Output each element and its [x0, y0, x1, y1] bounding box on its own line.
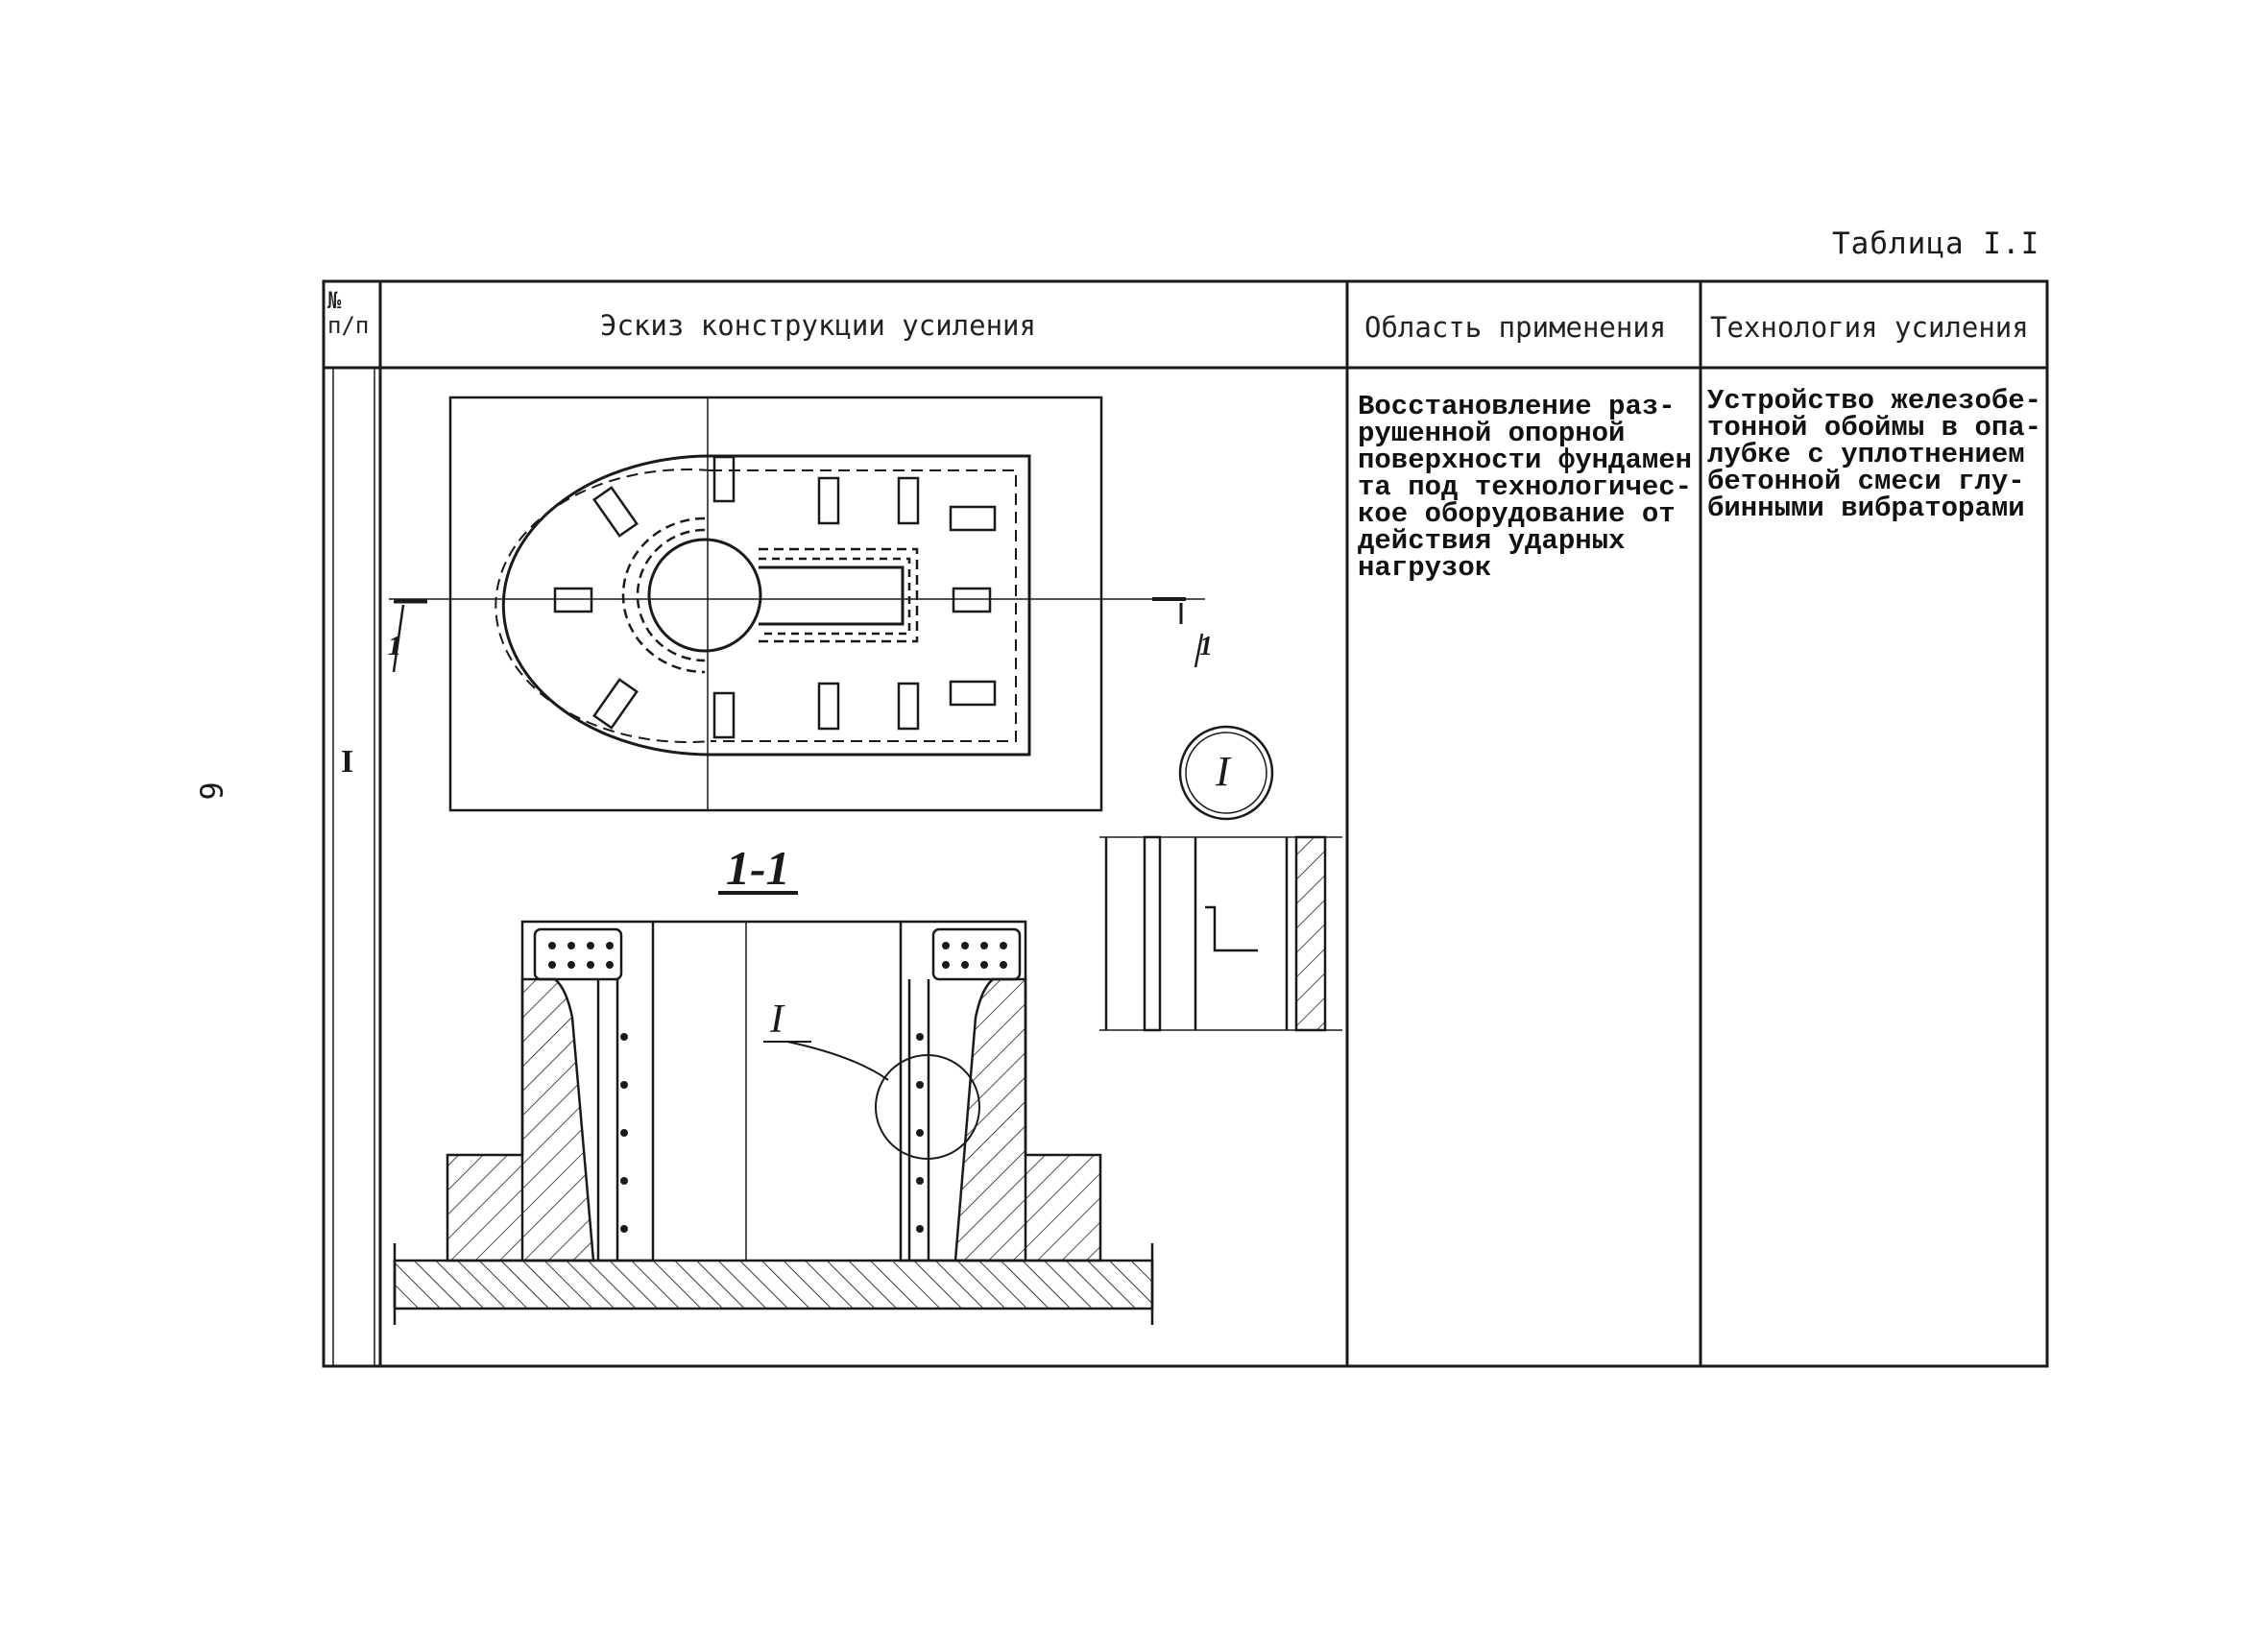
detail-callout: I	[770, 997, 784, 1042]
plan-view	[389, 396, 1205, 812]
header-num: № п/п	[327, 287, 370, 339]
technology-line: лубке с уплотнением	[1707, 439, 2025, 470]
application-line: рушенной опорной	[1358, 418, 1626, 449]
table-label: Таблица I.I	[1832, 227, 2040, 261]
application-line: поверхности фундамен	[1358, 445, 1693, 476]
section-mark-right: 1	[1199, 632, 1213, 661]
technology-line: Устройство железобе-	[1707, 385, 2042, 417]
application-line: та под технологичес-	[1358, 471, 1693, 503]
technology-line: бинными вибраторами	[1707, 493, 2025, 524]
header-sketch: Эскиз конструкции усиления	[600, 309, 1036, 342]
header-technology: Технология усиления	[1710, 311, 2029, 344]
technology-cell: Устройство железобе- тонной обоймы в опа…	[1707, 385, 2042, 524]
detail-label: I	[1216, 748, 1230, 795]
technology-line: тонной обоймы в опа-	[1707, 412, 2042, 444]
row-number: I	[341, 744, 354, 780]
detail-view	[1099, 725, 1342, 1032]
application-line: действия ударных	[1358, 525, 1626, 557]
section-label: 1-1	[718, 844, 798, 895]
header-application: Область применения	[1364, 311, 1667, 344]
application-line: кое оборудование от	[1358, 498, 1676, 530]
application-line: нагрузок	[1358, 552, 1492, 584]
application-line: Восстановление раз-	[1358, 391, 1676, 422]
section-mark-left: 1	[388, 632, 401, 661]
section-view	[393, 920, 1154, 1325]
technology-line: бетонной смеси глу-	[1707, 466, 2025, 497]
application-cell: Восстановление раз- рушенной опорной пов…	[1358, 391, 1693, 584]
